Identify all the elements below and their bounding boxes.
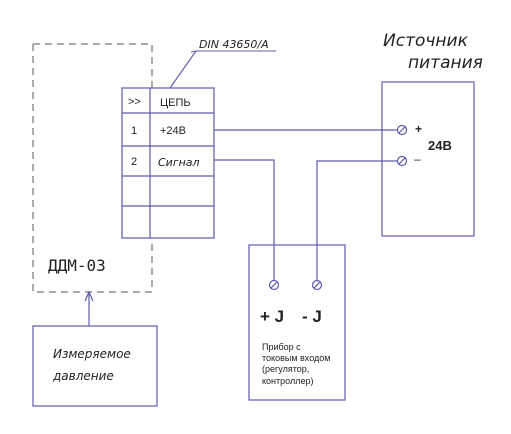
- din-standard-label: DIN 43650/A: [199, 38, 269, 51]
- pressure-box: [32, 325, 158, 407]
- connector-block: [121, 87, 215, 239]
- power-plus-sign: +: [415, 122, 422, 136]
- power-minus-sign: –: [414, 152, 421, 166]
- power-plus-terminal-icon: [396, 124, 408, 136]
- connector-row-1-num: 1: [131, 125, 137, 137]
- connector-header-left: >>: [128, 96, 141, 108]
- sensor-enclosure: [32, 43, 153, 293]
- instrument-desc-line4: контроллер): [262, 376, 313, 386]
- power-source-title-line1: Источник: [383, 31, 469, 51]
- power-voltage: 24В: [428, 138, 452, 153]
- instrument-minus-j: - J: [302, 307, 322, 326]
- instrument-desc-line3: (регулятор,: [262, 364, 309, 374]
- arrow-up-icon: [84, 290, 94, 326]
- instrument-desc-line2: токовым входом: [262, 353, 330, 363]
- power-minus-terminal-icon: [396, 155, 408, 167]
- connector-row-2-num: 2: [131, 156, 137, 168]
- power-source-box: [381, 81, 475, 237]
- pressure-line2: давление: [52, 369, 114, 383]
- connector-row-1-name: +24В: [160, 125, 186, 137]
- power-source-title-line2: питания: [408, 53, 483, 73]
- connector-row-2-name: Сигнал: [158, 156, 200, 169]
- instrument-box: [248, 244, 346, 401]
- instrument-plus-j: + J: [260, 307, 284, 326]
- wire-signal: [214, 159, 275, 280]
- wire-return: [316, 160, 397, 280]
- din-callout-leader: [169, 50, 276, 89]
- sensor-label: ДДМ-03: [48, 256, 106, 275]
- instrument-desc-line1: Прибор с: [262, 342, 301, 352]
- instrument-plus-terminal-icon: [268, 279, 280, 291]
- instrument-minus-terminal-icon: [311, 279, 323, 291]
- connector-header-right: ЦЕПЬ: [160, 97, 191, 109]
- pressure-line1: Измеряемое: [53, 347, 131, 361]
